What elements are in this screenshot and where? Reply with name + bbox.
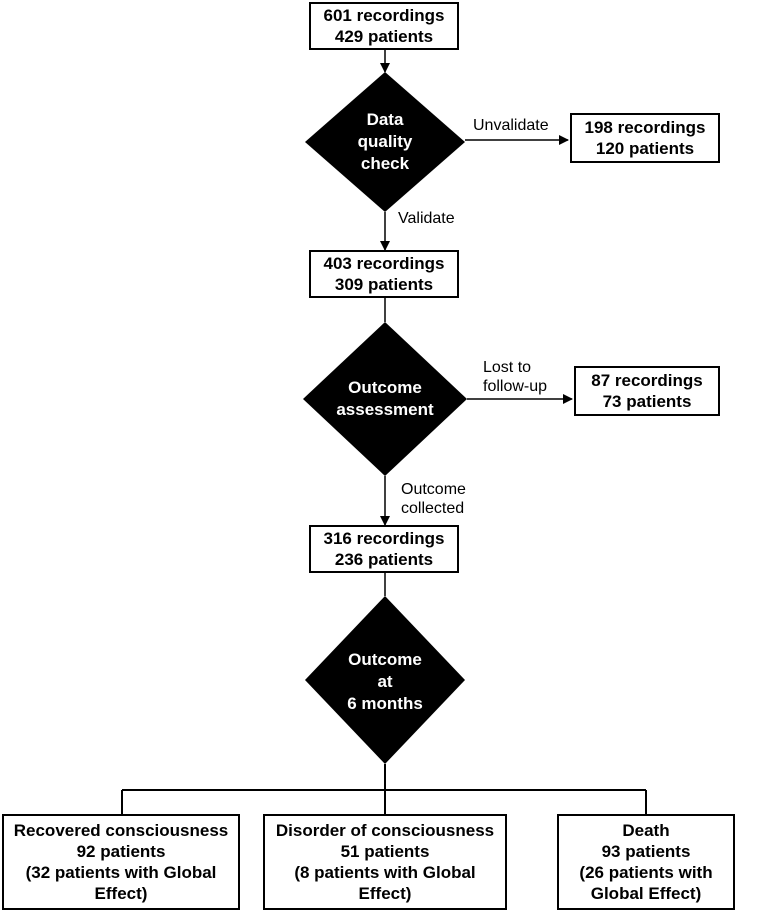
disorder-box: Disorder of consciousness 51 patients (8… [263,814,507,910]
death-note-1: (26 patients with [579,863,713,882]
death-box: Death 93 patients (26 patients with Glob… [557,814,735,910]
collected-box: 316 recordings 236 patients [309,525,459,573]
validated-patients: 309 patients [334,275,434,294]
death-count: 93 patients [601,842,691,861]
outcome-6m-line3: 6 months [347,694,423,713]
excluded-patients: 120 patients [595,139,695,158]
collected-patients: 236 patients [334,550,434,569]
excluded-recordings: 198 recordings [584,118,706,137]
quality-check-line3: check [360,154,410,173]
quality-check-line2: quality [357,132,413,151]
quality-check-line1: Data [366,110,404,129]
validate-label: Validate [398,210,455,227]
disorder-count: 51 patients [340,842,430,861]
collected-label: Outcome collected [401,480,466,518]
death-title: Death [622,821,670,840]
lost-box: 87 recordings 73 patients [574,366,720,416]
recovered-count: 92 patients [76,842,166,861]
lost-label: Lost to follow-up [483,358,547,396]
outcome-assessment-line1: Outcome [348,378,422,397]
outcome-6m-line2: at [377,672,393,691]
recovered-title: Recovered consciousness [13,821,229,840]
recovered-note-2: Effect) [94,884,148,903]
outcome-assessment-diamond [303,322,467,476]
start-box: 601 recordings 429 patients [309,2,459,50]
death-note-2: Global Effect) [590,884,702,903]
outcome-assessment-label: Outcome assessment [315,374,455,424]
outcome-6m-diamond [305,596,465,764]
disorder-note-2: Effect) [358,884,412,903]
lost-recordings: 87 recordings [591,371,703,390]
start-recordings: 601 recordings [323,6,445,25]
lost-label-line1: Lost to [483,359,532,376]
collected-recordings: 316 recordings [323,529,445,548]
outcome-assessment-line2: assessment [336,400,434,419]
lost-label-line2: follow-up [483,378,548,395]
start-patients: 429 patients [334,27,434,46]
collected-label-line1: Outcome [401,481,466,498]
recovered-box: Recovered consciousness 92 patients (32 … [2,814,240,910]
disorder-note-1: (8 patients with Global [294,863,476,882]
lost-patients: 73 patients [602,392,692,411]
outcome-6m-label: Outcome at 6 months [325,647,445,717]
unvalidate-label: Unvalidate [473,117,549,134]
outcome-6m-line1: Outcome [348,650,422,669]
validated-recordings: 403 recordings [323,254,445,273]
excluded-quality-box: 198 recordings 120 patients [570,113,720,163]
validated-box: 403 recordings 309 patients [309,250,459,298]
disorder-title: Disorder of consciousness [275,821,495,840]
quality-check-diamond [305,72,465,212]
quality-check-label: Data quality check [325,107,445,177]
recovered-note-1: (32 patients with Global [25,863,217,882]
collected-label-line2: collected [401,500,465,517]
